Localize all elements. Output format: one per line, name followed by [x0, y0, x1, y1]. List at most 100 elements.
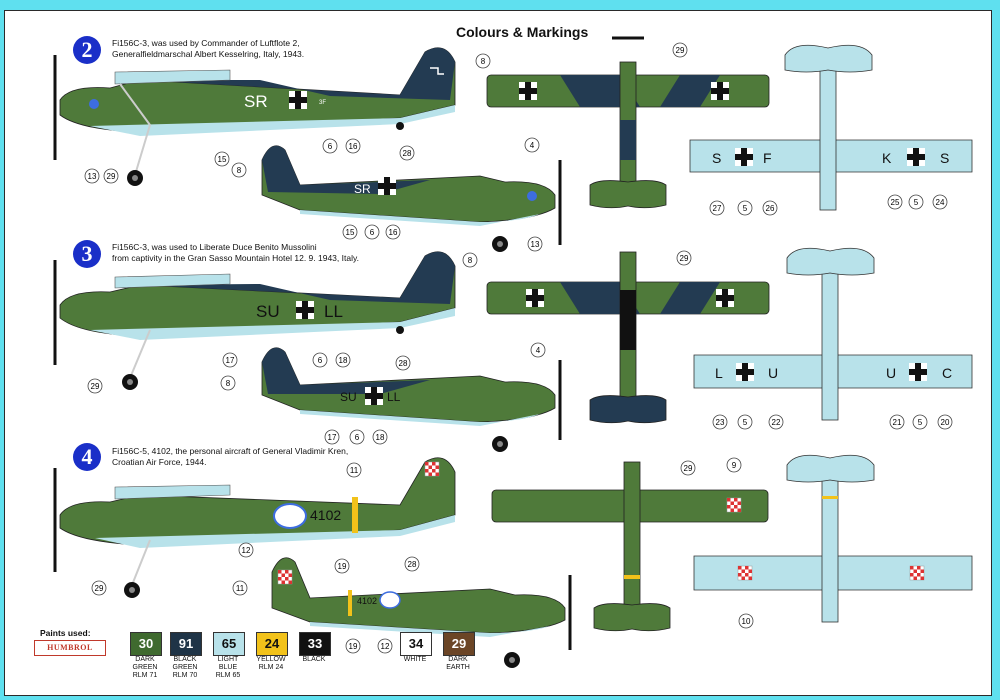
- callout-marker: 13: [527, 236, 543, 252]
- svg-text:11: 11: [236, 584, 245, 593]
- side-code-small: 3F: [319, 100, 326, 106]
- callout-marker: 6: [349, 429, 365, 445]
- paint-swatch: 24: [256, 632, 288, 656]
- callout-marker: 21: [889, 414, 905, 430]
- callout-marker: 13: [84, 168, 100, 184]
- svg-text:6: 6: [355, 433, 360, 442]
- svg-text:29: 29: [680, 254, 689, 263]
- callouts: 8 15 6 16 13 29 28 8 15 6 16 13 4 29 27 5 26 25 5 24 8 17 6 18 2…: [84, 42, 953, 654]
- callout-marker: 16: [345, 138, 361, 154]
- profile-number-badge: 4: [73, 443, 101, 471]
- svg-text:4: 4: [530, 141, 535, 150]
- svg-text:8: 8: [237, 166, 242, 175]
- top-view-2: [486, 36, 770, 209]
- callout-marker: 16: [385, 224, 401, 240]
- callout-marker: 25: [887, 194, 903, 210]
- underwing-code: C: [942, 365, 952, 381]
- svg-text:21: 21: [893, 418, 902, 427]
- top-view-4: [491, 461, 769, 632]
- bottom-view-2: [689, 44, 973, 211]
- callout-marker: 11: [232, 580, 248, 596]
- underwing-code: F: [763, 150, 772, 166]
- paint-swatch-label: DARK EARTH: [446, 656, 470, 671]
- svg-text:29: 29: [91, 382, 100, 391]
- underwing-code: S: [940, 150, 949, 166]
- callout-marker: 29: [672, 42, 688, 58]
- callout-marker: 15: [342, 224, 358, 240]
- side-code: SR: [244, 92, 268, 111]
- svg-text:5: 5: [743, 418, 748, 427]
- svg-text:17: 17: [328, 433, 337, 442]
- paint-swatch-label: BLACK: [302, 656, 326, 663]
- underwing-code: U: [886, 365, 896, 381]
- svg-text:23: 23: [716, 418, 725, 427]
- svg-text:24: 24: [936, 198, 945, 207]
- side-code: SR: [354, 182, 371, 196]
- underwing-code: S: [712, 150, 721, 166]
- svg-text:8: 8: [468, 256, 473, 265]
- svg-text:11: 11: [350, 466, 359, 475]
- callout-marker: 6: [322, 138, 338, 154]
- svg-text:4: 4: [536, 346, 541, 355]
- svg-text:26: 26: [766, 204, 775, 213]
- svg-text:13: 13: [88, 172, 97, 181]
- paint-swatch-label: YELLOW RLM 24: [256, 656, 286, 671]
- callout-marker: 8: [462, 252, 478, 268]
- callout-marker: 28: [404, 556, 420, 572]
- svg-text:13: 13: [531, 240, 540, 249]
- svg-text:15: 15: [218, 155, 227, 164]
- brand-logo: HUMBROL: [34, 640, 106, 656]
- callout-marker: 6: [312, 352, 328, 368]
- callout-marker: 9: [726, 457, 742, 473]
- svg-text:6: 6: [318, 356, 323, 365]
- side-profile-4-right: [271, 557, 572, 668]
- callout-marker: 28: [399, 145, 415, 161]
- svg-text:29: 29: [95, 584, 104, 593]
- svg-text:6: 6: [370, 228, 375, 237]
- callout-marker: 5: [737, 414, 753, 430]
- callout-marker: 19: [345, 638, 361, 654]
- bottom-view-3: [693, 247, 973, 421]
- callout-marker: 29: [680, 460, 696, 476]
- side-code: SU: [256, 302, 280, 321]
- callout-marker: 10: [738, 613, 754, 629]
- page-title: Colours & Markings: [456, 24, 589, 40]
- paint-swatch: 65: [213, 632, 245, 656]
- paint-swatch: 33: [299, 632, 331, 656]
- svg-text:29: 29: [676, 46, 685, 55]
- callout-marker: 18: [335, 352, 351, 368]
- side-code: SU: [340, 390, 357, 404]
- callout-marker: 15: [214, 151, 230, 167]
- callout-marker: 29: [91, 580, 107, 596]
- side-code: LL: [387, 390, 401, 404]
- svg-text:25: 25: [891, 198, 900, 207]
- svg-text:27: 27: [713, 204, 722, 213]
- paint-swatch: 34: [400, 632, 432, 656]
- svg-text:12: 12: [242, 546, 251, 555]
- callout-marker: 8: [220, 375, 236, 391]
- svg-text:8: 8: [481, 57, 486, 66]
- callout-marker: 8: [231, 162, 247, 178]
- underwing-code: K: [882, 150, 892, 166]
- side-profile-2-right: [261, 145, 562, 252]
- side-serial: 4102: [357, 596, 377, 606]
- paint-swatch: 30: [130, 632, 162, 656]
- paint-swatch-label: DARK GREEN RLM 71: [132, 656, 158, 679]
- callout-marker: 24: [932, 194, 948, 210]
- callout-marker: 5: [737, 200, 753, 216]
- profile-caption: Fi156C-5, 4102, the personal aircraft of…: [112, 446, 349, 467]
- paint-swatch: 91: [170, 632, 202, 656]
- side-profile-4: [53, 457, 456, 598]
- profile-caption: Fi156C-3, was used by Commander of Luftf…: [112, 38, 305, 59]
- paint-swatch-label: BLACK GREEN RLM 70: [172, 656, 198, 679]
- callout-marker: 23: [712, 414, 728, 430]
- callout-marker: 17: [324, 429, 340, 445]
- side-profile-2: [53, 47, 456, 186]
- svg-text:28: 28: [408, 560, 417, 569]
- callout-marker: 8: [475, 53, 491, 69]
- svg-text:29: 29: [684, 464, 693, 473]
- paints-used-label: Paints used:: [40, 628, 91, 638]
- callout-marker: 22: [768, 414, 784, 430]
- svg-text:28: 28: [403, 149, 412, 158]
